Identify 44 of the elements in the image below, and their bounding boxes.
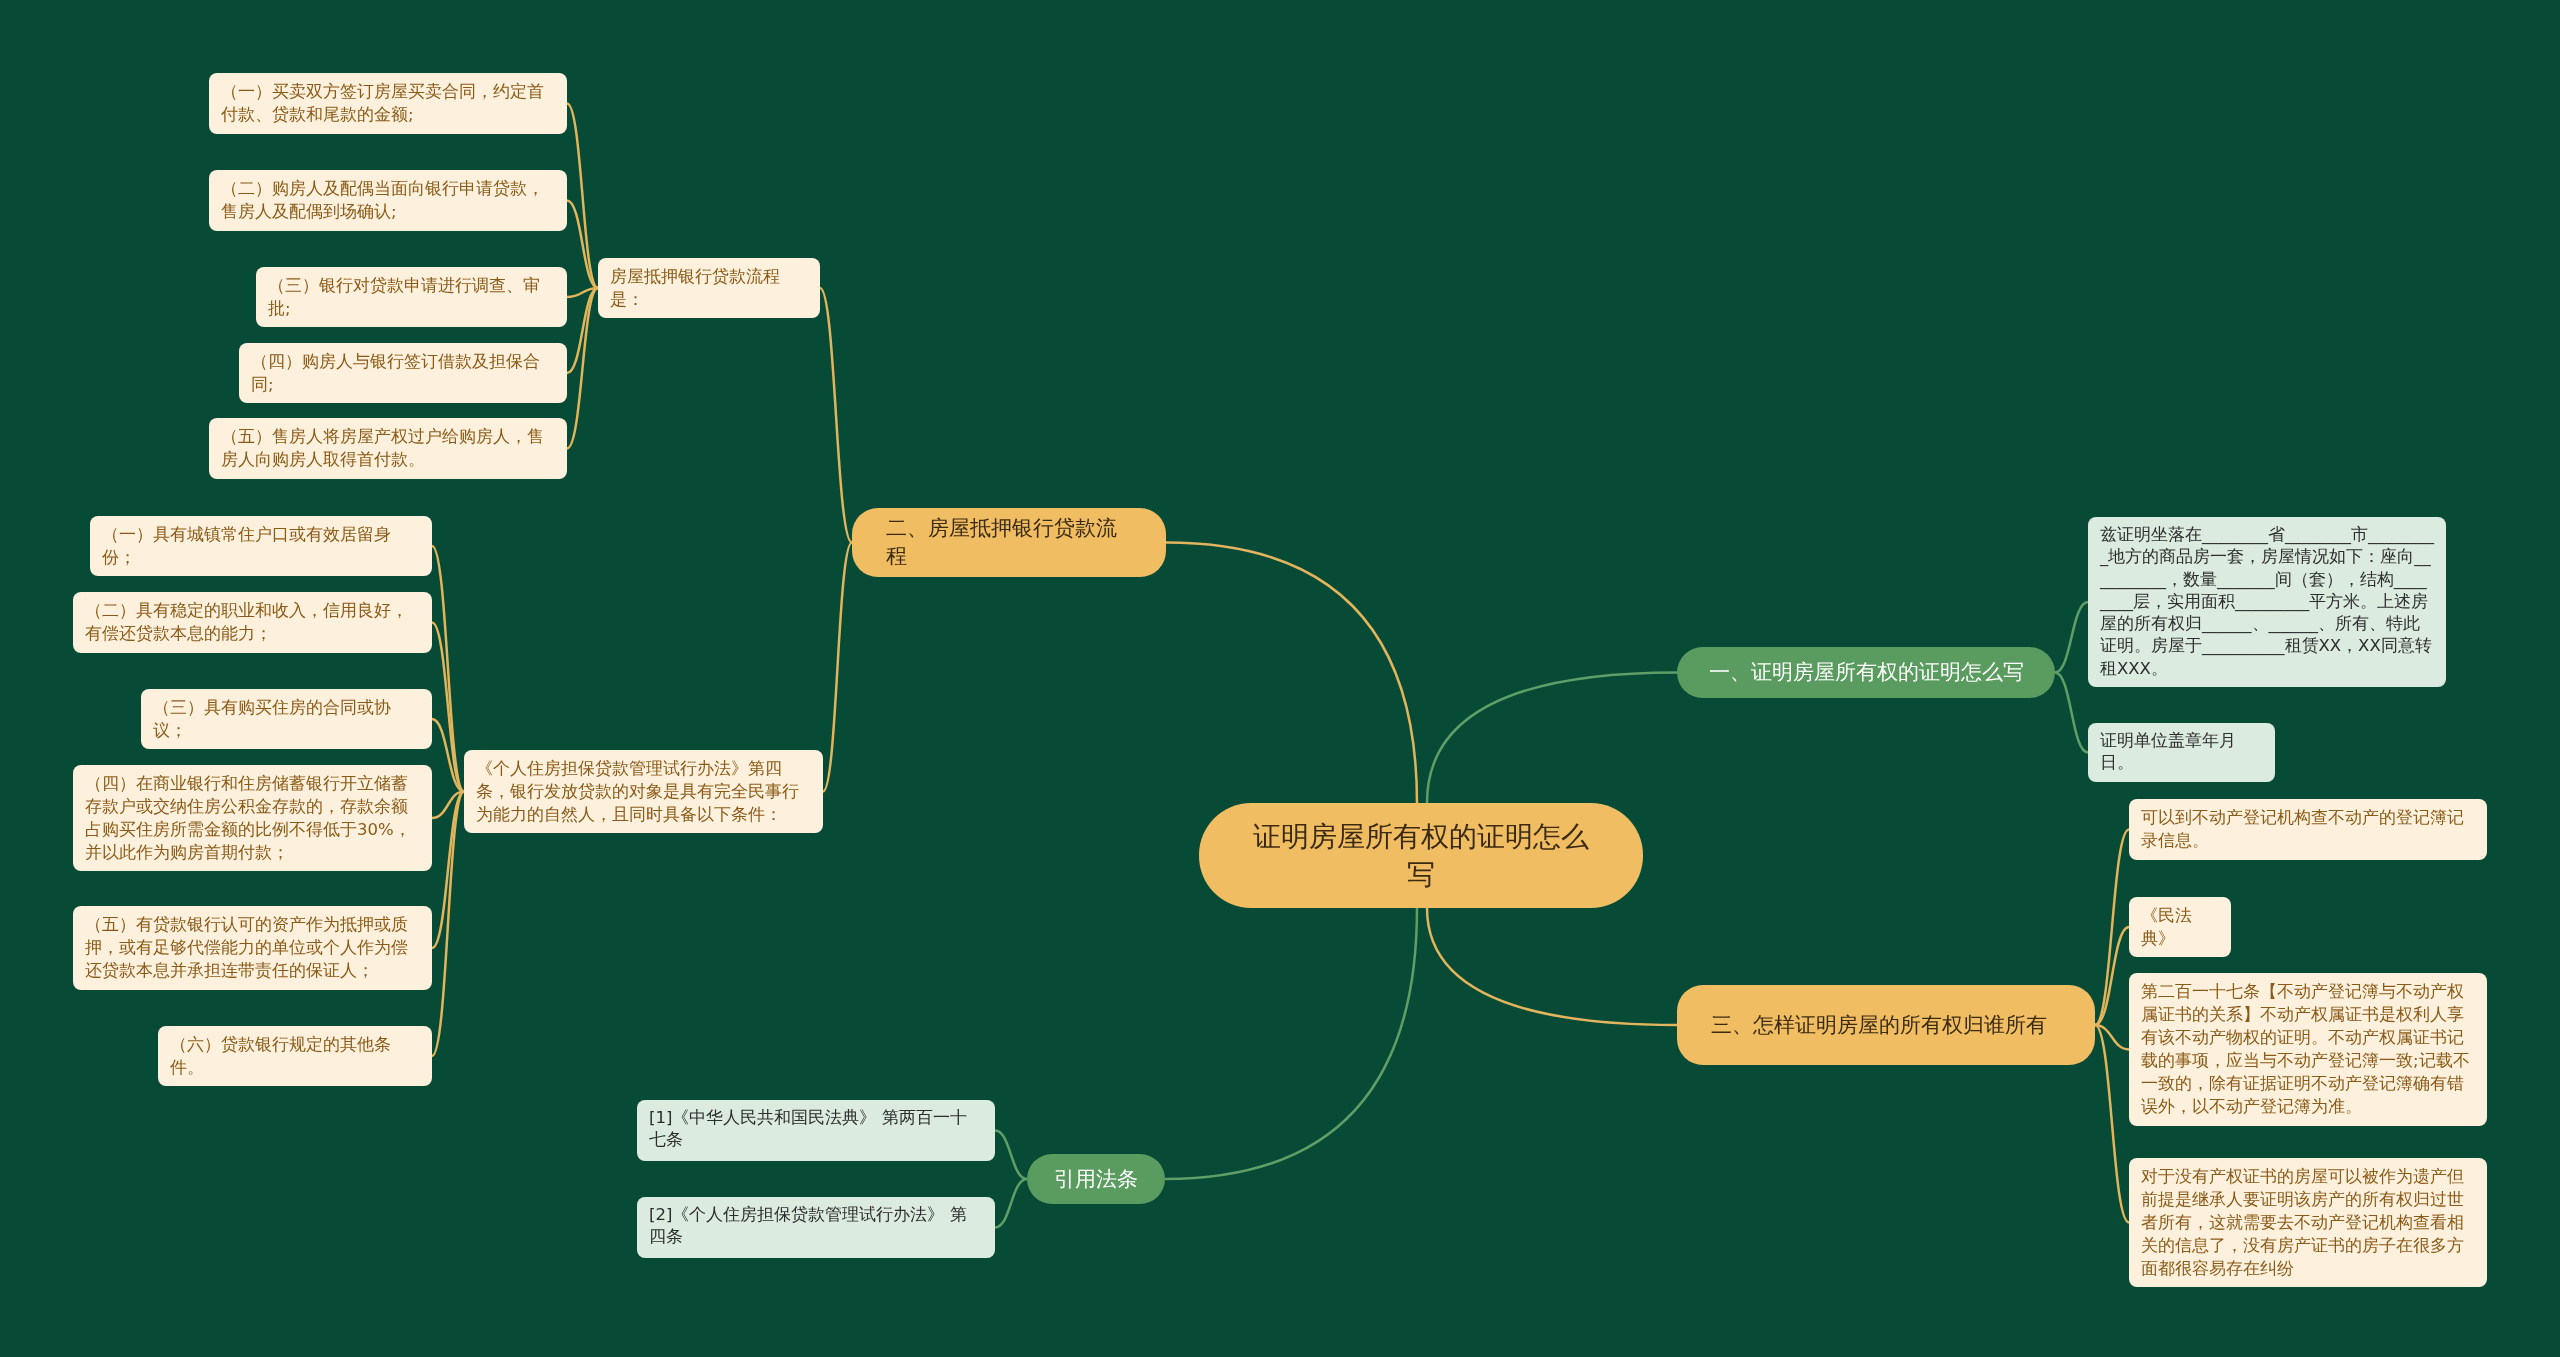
- connector-line: [1165, 541, 1419, 804]
- note-box: 证明单位盖章年月日。: [2088, 723, 2275, 782]
- connector-line: [2094, 925, 2130, 1027]
- connector-line: [1425, 671, 1678, 804]
- connector-line: [821, 541, 854, 793]
- branch-topic: 二、房屋抵押银行贷款流程: [852, 508, 1166, 577]
- note-box: （一）具有城镇常住户口或有效居留身份；: [90, 516, 432, 577]
- note-box: （四）购房人与银行签订借款及担保合同;: [239, 343, 567, 404]
- connector-line: [1164, 907, 1419, 1181]
- connector-line: [2054, 671, 2089, 754]
- note-box: 《民法典》: [2129, 897, 2231, 958]
- note-box: （五）有贷款银行认可的资产作为抵押或质押，或有足够代偿能力的单位或个人作为偿还贷款本息并承担连带责任的保证人；: [73, 906, 432, 990]
- note-box: （二）具有稳定的职业和收入，信用良好，有偿还贷款本息的能力；: [73, 592, 432, 653]
- note-box: （二）购房人及配偶当面向银行申请贷款，售房人及配偶到场确认;: [209, 170, 567, 231]
- note-box: （六）贷款银行规定的其他条件。: [158, 1026, 432, 1087]
- connector-line: [1425, 907, 1678, 1027]
- note-box: （三）银行对贷款申请进行调查、审批;: [256, 267, 567, 328]
- note-box: （三）具有购买住房的合同或协议；: [141, 689, 432, 750]
- central-topic: 证明房屋所有权的证明怎么写: [1199, 803, 1643, 908]
- connector-line: [2094, 828, 2130, 1026]
- note-box: [1]《中华人民共和国民法典》 第两百一十七条: [637, 1100, 995, 1161]
- connector-line: [431, 621, 465, 793]
- connector-line: [430, 790, 466, 1057]
- branch-topic: 引用法条: [1027, 1154, 1165, 1204]
- note-box: 第二百一十七条【不动产登记簿与不动产权属证书的关系】不动产权属证书是权利人享有该不动产物权的证明。不动产权属证书记载的事项，应当与不动产登记簿一致;记载不一致的，除有证据证明不动产登记簿确有错误外，以不动产登记簿为准。: [2129, 973, 2487, 1126]
- note-box: 房屋抵押银行贷款流程是：: [598, 258, 820, 319]
- connector-line: [2094, 1024, 2130, 1224]
- connector-line: [819, 287, 853, 544]
- branch-topic: 三、怎样证明房屋的所有权归谁所有: [1677, 985, 2095, 1065]
- connector-line: [2094, 1023, 2130, 1051]
- note-box: 《个人住房担保贷款管理试行办法》第四条，银行发放贷款的对象是具有完全民事行为能力的自然人，且同时具备以下条件：: [464, 750, 823, 834]
- connector-line: [994, 1129, 1028, 1181]
- note-box: （四）在商业银行和住房储蓄银行开立储蓄存款户或交纳住房公积金存款的，存款余额占购买住房所需金额的比例不得低于30%，并以此作为购房首期付款；: [73, 765, 432, 872]
- note-box: [2]《个人住房担保贷款管理试行办法》 第四条: [637, 1197, 995, 1258]
- note-box: 可以到不动产登记机构查不动产的登记簿记录信息。: [2129, 799, 2487, 860]
- connector-line: [431, 790, 465, 949]
- connector-line: [2054, 600, 2089, 674]
- branch-topic: 一、证明房屋所有权的证明怎么写: [1677, 647, 2055, 698]
- connector-line: [994, 1177, 1028, 1229]
- note-box: （五）售房人将房屋产权过户给购房人，售房人向购房人取得首付款。: [209, 418, 567, 479]
- note-box: 对于没有产权证书的房屋可以被作为遗产但前提是继承人要证明该房产的所有权归过世者所有，这就需要去不动产登记机构查看相关的信息了，没有房产证书的房子在很多方面都很容易存在纠纷: [2129, 1158, 2487, 1288]
- connector-line: [566, 287, 599, 450]
- note-box: 兹证明坐落在________省________市_________地方的商品房一套，房屋情况如下：座向__________，数量_______间（套），结构________层，实用面积_________平方米。上述房屋的所有权归______、______、所有、特此证明。房屋于__________租赁XX，XX同意转租XXX。: [2088, 517, 2446, 687]
- note-box: （一）买卖双方签订房屋买卖合同，约定首付款、贷款和尾款的金额;: [209, 73, 567, 134]
